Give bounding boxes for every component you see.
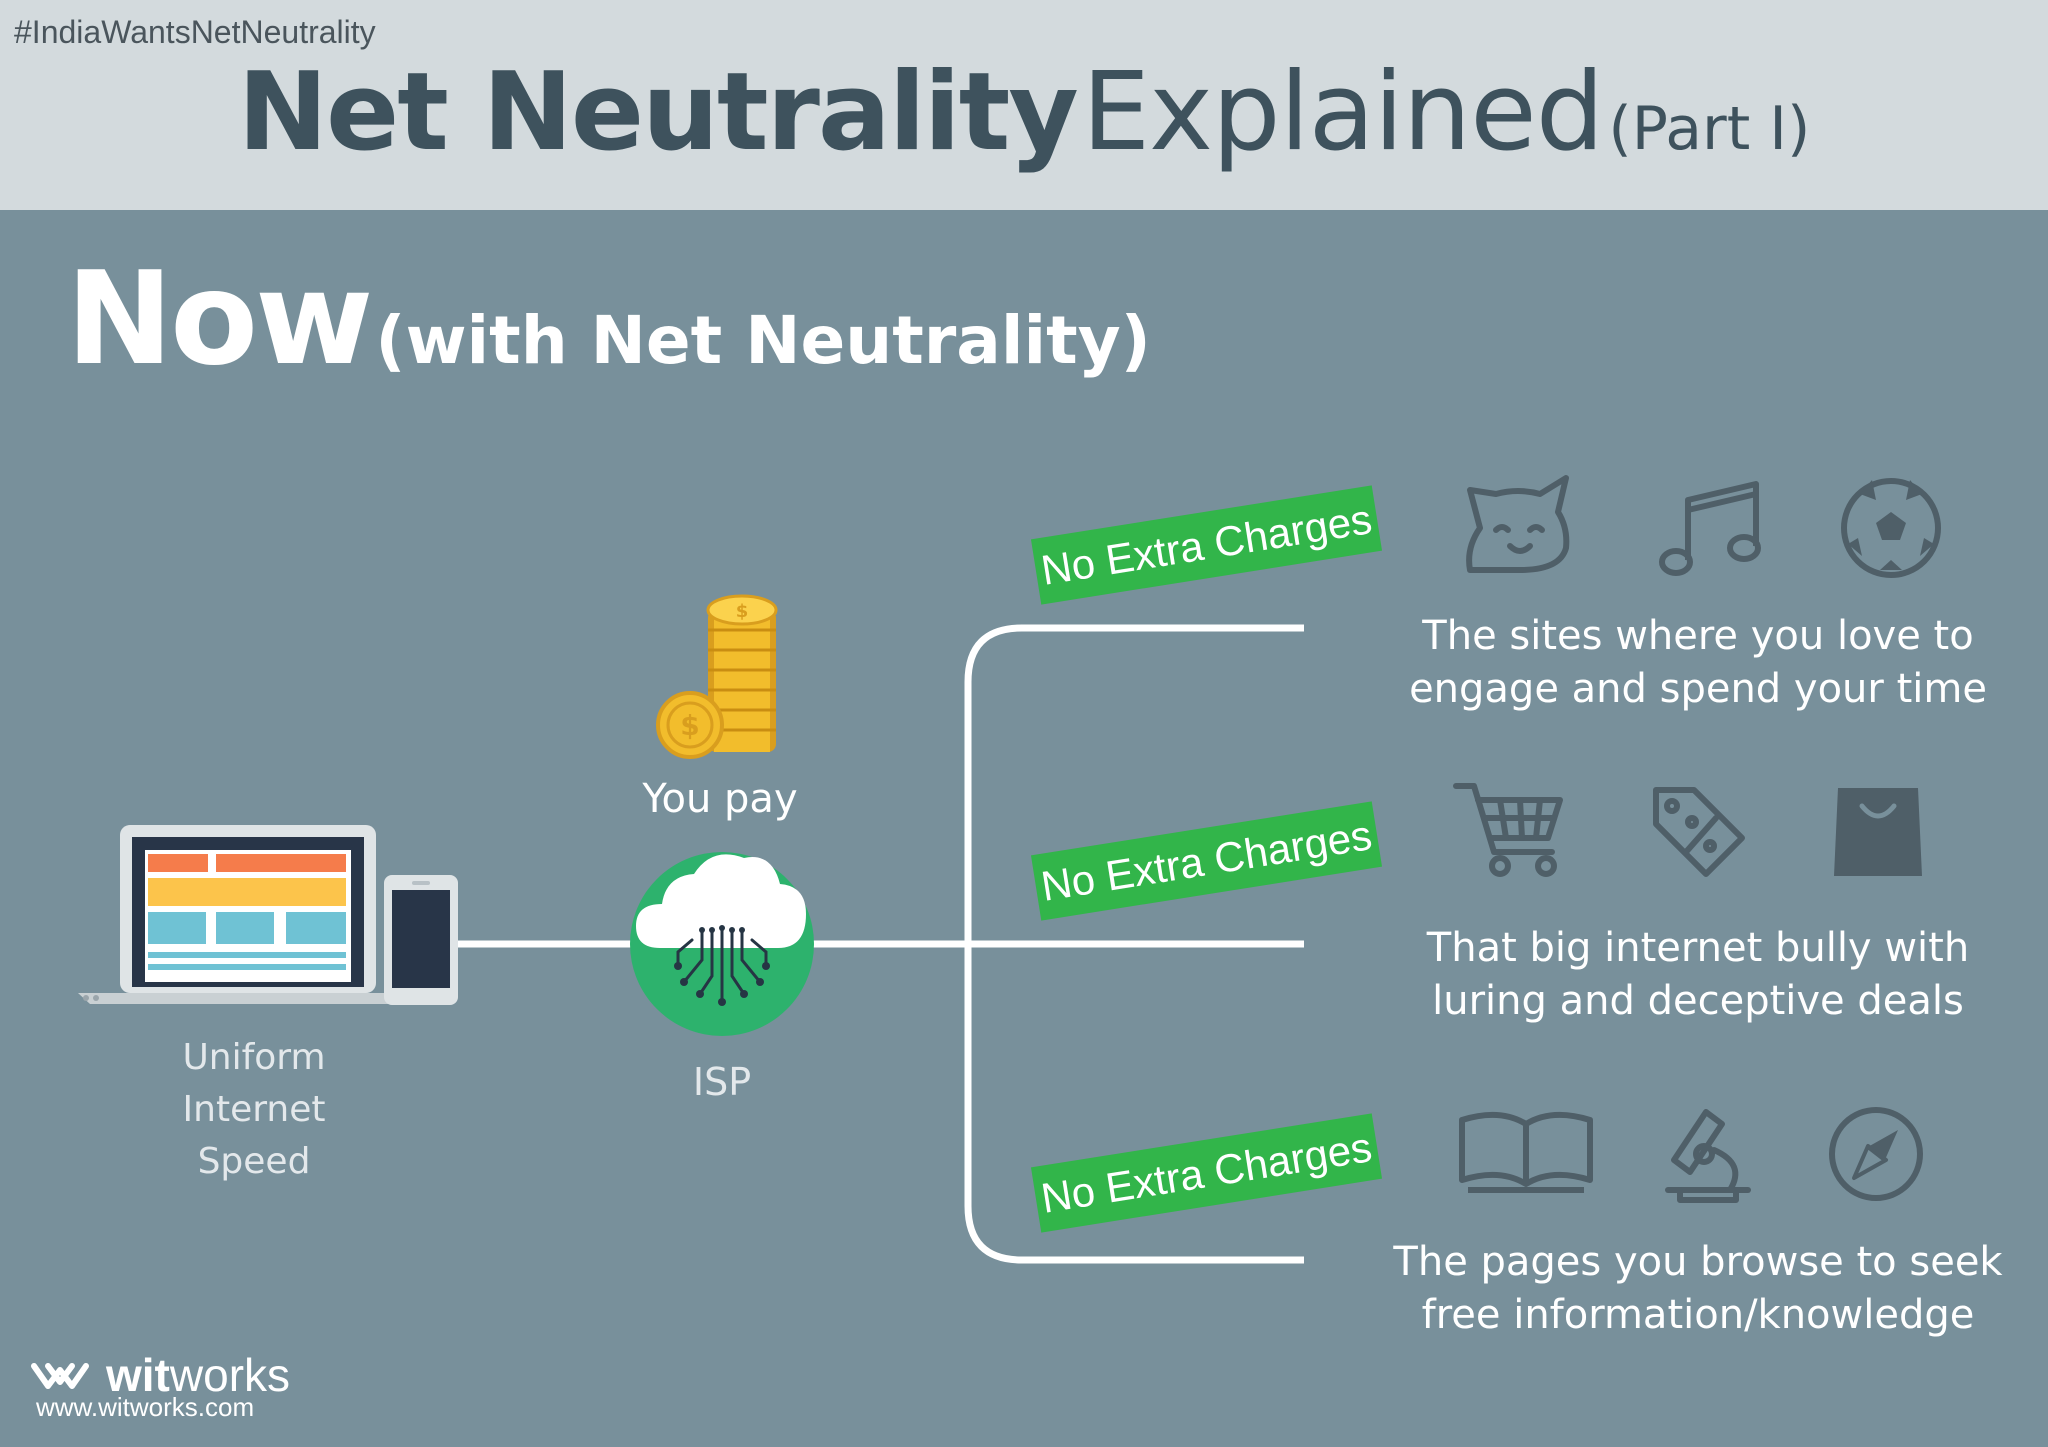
brand-name-bold: wit bbox=[106, 1349, 170, 1401]
laptop-icon bbox=[78, 825, 412, 1004]
section-subheading: (with Net Neutrality) bbox=[375, 302, 1151, 379]
open-book-icon bbox=[1459, 1111, 1593, 1193]
brand-name-light: works bbox=[169, 1349, 291, 1401]
device-label: Uniform Internet Speed bbox=[150, 1032, 358, 1188]
branch-description: The pages you browse to seek free inform… bbox=[1388, 1236, 2008, 1342]
device-label-line: Uniform bbox=[182, 1037, 326, 1078]
branch-bracket bbox=[964, 624, 1304, 1264]
microscope-icon bbox=[1665, 1109, 1751, 1203]
description-line: The pages you browse to seek bbox=[1393, 1239, 2003, 1285]
svg-text:$: $ bbox=[680, 709, 699, 742]
hashtag: #IndiaWantsNetNeutrality bbox=[14, 14, 376, 50]
coin-stack: $ bbox=[706, 594, 778, 752]
isp-cloud-icon bbox=[630, 852, 814, 1036]
brand-name: witworks bbox=[106, 1348, 290, 1402]
compass-icon bbox=[1829, 1107, 1923, 1201]
page-title: Net Neutrality Explained (Part I) bbox=[0, 50, 2048, 175]
section-heading: Now (with Net Neutrality) bbox=[66, 245, 1151, 394]
discount-tag-icon bbox=[1653, 787, 1745, 877]
svg-text:$: $ bbox=[736, 601, 749, 622]
device-label-line: Internet bbox=[182, 1089, 326, 1130]
section-heading-now: Now bbox=[66, 245, 373, 394]
description-line: engage and spend your time bbox=[1409, 666, 1987, 712]
shopping-bag-icon bbox=[1834, 788, 1922, 876]
cat-icon bbox=[1466, 475, 1570, 573]
brand-url: www.witworks.com bbox=[36, 1392, 255, 1422]
smartphone-icon bbox=[384, 875, 458, 1005]
description-line: That big internet bully with bbox=[1426, 925, 1970, 971]
soccer-ball-icon bbox=[1841, 478, 1941, 578]
description-line: luring and deceptive deals bbox=[1432, 978, 1964, 1024]
witworks-logo-icon bbox=[31, 1363, 89, 1389]
device-label-line: Speed bbox=[197, 1141, 311, 1182]
coin-front: $ bbox=[656, 691, 724, 759]
branch-description: The sites where you love to engage and s… bbox=[1388, 610, 2008, 716]
description-line: The sites where you love to bbox=[1422, 613, 1974, 659]
music-note-icon bbox=[1659, 481, 1761, 576]
isp-label: ISP bbox=[692, 1060, 752, 1104]
description-line: free information/knowledge bbox=[1421, 1292, 1975, 1338]
title-bold: Net Neutrality bbox=[237, 50, 1079, 175]
header-band: #IndiaWantsNetNeutrality Net Neutrality … bbox=[0, 0, 2048, 210]
branch-description: That big internet bully with luring and … bbox=[1388, 922, 2008, 1028]
title-part: (Part I) bbox=[1608, 94, 1811, 164]
payment-label: You pay bbox=[642, 776, 798, 822]
connector-lines bbox=[452, 624, 1304, 1264]
title-light: Explained bbox=[1081, 50, 1604, 175]
coins-icon: $ $ bbox=[656, 594, 778, 759]
shopping-cart-icon bbox=[1453, 783, 1563, 877]
